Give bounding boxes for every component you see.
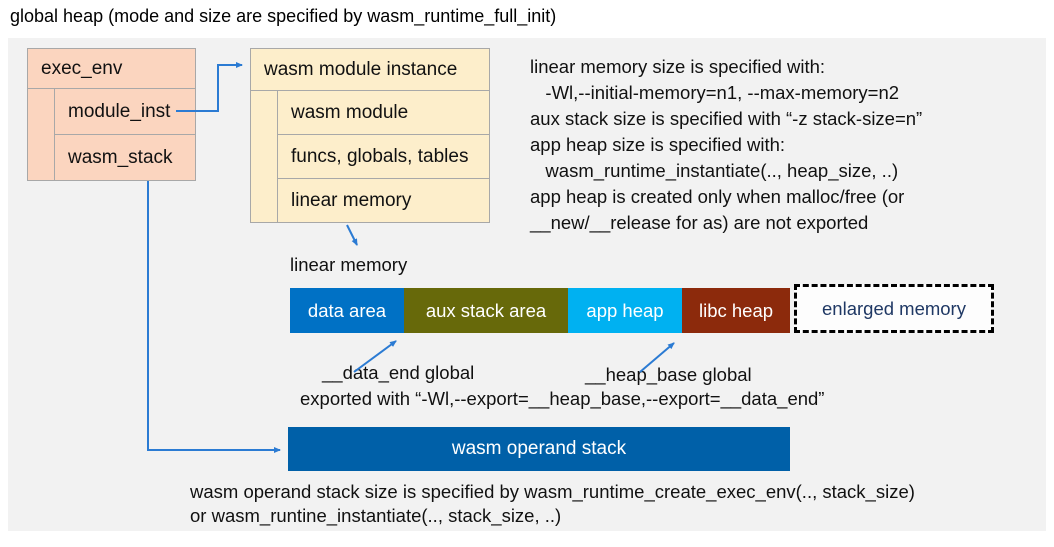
heap-base-global-label: __heap_base global	[585, 364, 752, 385]
exec-env-row-module-inst: module_inst	[54, 89, 195, 135]
linear-memory-bar: data area aux stack area app heap libc h…	[290, 288, 790, 333]
exec-env-row-wasm-stack: wasm_stack	[54, 135, 195, 181]
module-instance-row-linear-memory: linear memory	[277, 179, 489, 223]
exported-with-label: exported with “-Wl,--export=__heap_base,…	[300, 388, 825, 409]
arrow-linear-memory-row-to-bar-label	[346, 224, 358, 246]
segment-aux-stack-area: aux stack area	[404, 288, 568, 333]
segment-data-area: data area	[290, 288, 404, 333]
module-instance-box: wasm module instance wasm module funcs, …	[250, 48, 490, 223]
diagram-panel: exec_env module_inst wasm_stack wasm mod…	[8, 38, 1046, 531]
note-line: wasm operand stack size is specified by …	[190, 481, 915, 502]
note-line: __new/__release for as) are not exported	[530, 212, 869, 233]
module-instance-row-wasm-module: wasm module	[277, 91, 489, 135]
notes-bottom: wasm operand stack size is specified by …	[190, 480, 915, 528]
segment-libc-heap: libc heap	[682, 288, 790, 333]
notes-right: linear memory size is specified with: -W…	[530, 54, 1042, 236]
note-line: app heap is created only when malloc/fre…	[530, 186, 905, 207]
module-instance-label: wasm module instance	[251, 49, 489, 91]
exec-env-box: exec_env module_inst wasm_stack	[27, 48, 196, 181]
segment-app-heap: app heap	[568, 288, 682, 333]
exec-env-label: exec_env	[28, 49, 195, 89]
note-line: or wasm_runtine_instantiate(.., stack_si…	[190, 505, 562, 526]
data-end-global-label: __data_end global	[322, 362, 475, 383]
note-line: app heap size is specified with:	[530, 134, 786, 155]
note-line: linear memory size is specified with:	[530, 56, 826, 77]
wasm-operand-stack-bar: wasm operand stack	[288, 427, 790, 471]
note-line: aux stack size is specified with “-z sta…	[530, 108, 923, 129]
segment-enlarged-memory: enlarged memory	[794, 284, 994, 333]
module-instance-row-funcs-globals-tables: funcs, globals, tables	[277, 135, 489, 179]
linear-memory-label: linear memory	[290, 254, 408, 275]
diagram-title: global heap (mode and size are specified…	[10, 6, 557, 26]
note-line: -Wl,--initial-memory=n1, --max-memory=n2	[530, 82, 900, 103]
note-line: wasm_runtime_instantiate(.., heap_size, …	[530, 160, 899, 181]
